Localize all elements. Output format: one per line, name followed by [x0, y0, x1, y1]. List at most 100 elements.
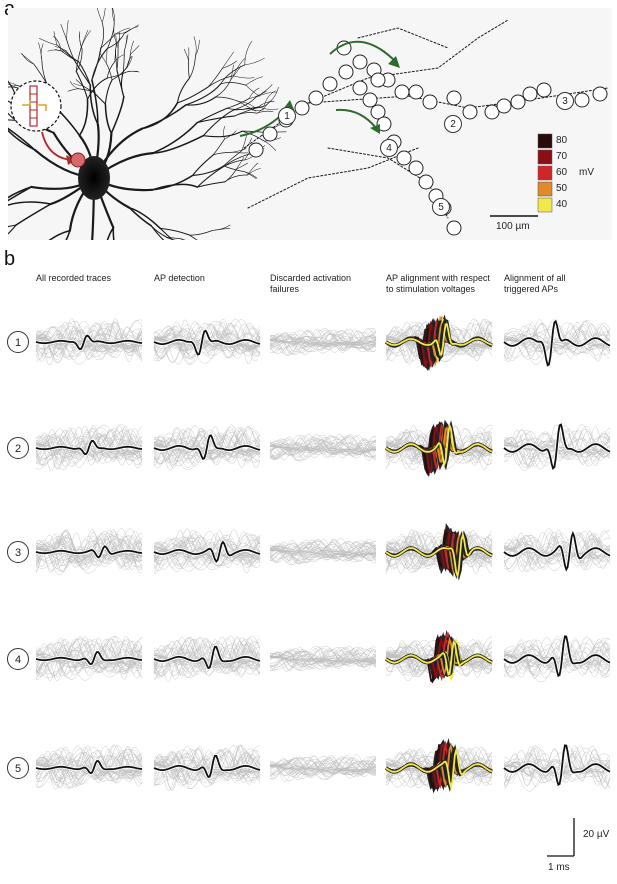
trace-panel-r2-c2: [153, 424, 261, 471]
dendrite-branch: [232, 75, 255, 79]
dendrite-branch: [152, 134, 205, 154]
dendrite-branch: [151, 174, 194, 191]
dendrite-branch: [15, 203, 52, 226]
dendrite-branch: [101, 8, 106, 23]
dendrite-branch: [47, 49, 62, 52]
trace-panel-r3-c4: [385, 523, 493, 581]
dendrite-branch: [248, 87, 260, 99]
electrode-site: [510, 94, 526, 110]
dendrite-branch: [8, 86, 18, 88]
dendrite-branch: [176, 77, 190, 104]
dendrite-branch: [125, 70, 140, 73]
dendrite-branch: [8, 224, 17, 235]
column-label-2: AP detection: [154, 273, 205, 283]
panel-b-letter: b: [4, 248, 16, 270]
dendrite-branch: [223, 150, 242, 167]
dendrite-branch: [258, 100, 275, 107]
dendrite-branch: [207, 68, 223, 88]
trace-panel-r2-c5: [502, 422, 611, 472]
dendrite-branch: [196, 115, 235, 124]
dendrite-branch: [122, 50, 125, 73]
dendrite-branch: [212, 151, 234, 156]
dendrite-branch: [66, 38, 75, 61]
dendrite-branch: [244, 40, 253, 66]
dendrite-branch: [80, 29, 89, 48]
dendrite-branch: [215, 96, 240, 102]
dendrite-branch: [241, 130, 265, 142]
dendrite-branch: [247, 107, 262, 109]
electrode-site: [418, 174, 434, 190]
dendrite-branch: [192, 165, 225, 176]
trace-panel-r3-c3: [269, 537, 377, 566]
dendrite-branch: [48, 229, 71, 240]
electrode-site: [370, 72, 386, 88]
scalebar-v-label: 20 µV: [583, 829, 610, 840]
dendrite-branch: [141, 102, 179, 130]
row-label-1: 1: [7, 331, 29, 353]
dendrite-branch: [54, 49, 67, 52]
dendrite-branch: [99, 51, 107, 64]
legend-swatch-40: [537, 197, 553, 213]
dendrite-branch: [53, 36, 62, 51]
electrode-site: [422, 94, 438, 110]
dendrite-branch: [196, 181, 226, 188]
dendrite-branch: [248, 90, 267, 99]
electrode-site: [262, 126, 278, 142]
dendrite-branch: [56, 44, 75, 61]
dendrite-branch: [75, 79, 83, 86]
dendrite-branch: [69, 80, 79, 89]
electrode-site: [322, 76, 338, 92]
dendrite-branch: [86, 77, 108, 100]
electrode-site: [308, 90, 324, 106]
row-label-3: 3: [7, 541, 29, 563]
dendrite-branch: [196, 165, 225, 188]
dendrite-branch: [111, 8, 115, 23]
dendrite-branch: [192, 154, 214, 176]
scalebar-h-label: 1 ms: [548, 862, 570, 873]
dendrite-branch: [67, 88, 79, 92]
electrode-site: [408, 160, 424, 176]
dendrite-branch: [8, 119, 17, 121]
trace-panel-r3-c1: [35, 528, 143, 576]
dendrite-branch: [247, 162, 258, 176]
trace-panel-r4-c5: [502, 634, 611, 683]
dendrite-branch: [215, 79, 232, 98]
legend-value-50: 50: [556, 183, 568, 194]
dendrite-branch: [166, 237, 182, 240]
dendrite-branch: [39, 38, 58, 46]
dendrite-branch: [159, 227, 190, 236]
electrode-site: [396, 150, 412, 166]
row-label-4: 4: [7, 648, 29, 670]
dendrite-branch: [185, 83, 222, 106]
dendrite-branch: [226, 107, 248, 110]
site-label-2: 2: [444, 115, 462, 133]
dendrite-branch: [189, 230, 214, 236]
trace-panel-r1-c5: [502, 318, 611, 368]
dendrite-branch: [105, 48, 108, 64]
trace-panel-r5-c1: [35, 744, 143, 790]
dendrite-branch: [244, 171, 258, 179]
dendrite-branch: [247, 108, 265, 111]
site-label-3: 3: [556, 92, 574, 110]
dendrite-branch: [236, 157, 245, 170]
dendrite-branch: [189, 55, 196, 79]
dendrite-branch: [8, 186, 33, 199]
legend-value-80: 80: [556, 135, 568, 146]
trace-panel-r2-c4: [385, 419, 493, 478]
row-label-5: 5: [7, 757, 29, 779]
trace-panel-r4-c2: [153, 635, 261, 682]
dendrite-branch: [82, 85, 94, 92]
dendrite-branch: [224, 130, 237, 140]
dendrite-branch: [202, 109, 235, 137]
dendrite-branch: [233, 96, 257, 111]
arrow-3: [335, 108, 377, 129]
electrode-inset: [10, 80, 76, 165]
trace-panel-r4-c4: [385, 629, 493, 684]
dendrite-branch: [96, 8, 103, 23]
dendrite-branch: [128, 206, 152, 227]
dendrite-branch: [65, 50, 79, 62]
dendrite-branch: [104, 79, 113, 105]
legend-swatch-60: [537, 165, 553, 181]
dendrite-branch: [150, 225, 165, 240]
